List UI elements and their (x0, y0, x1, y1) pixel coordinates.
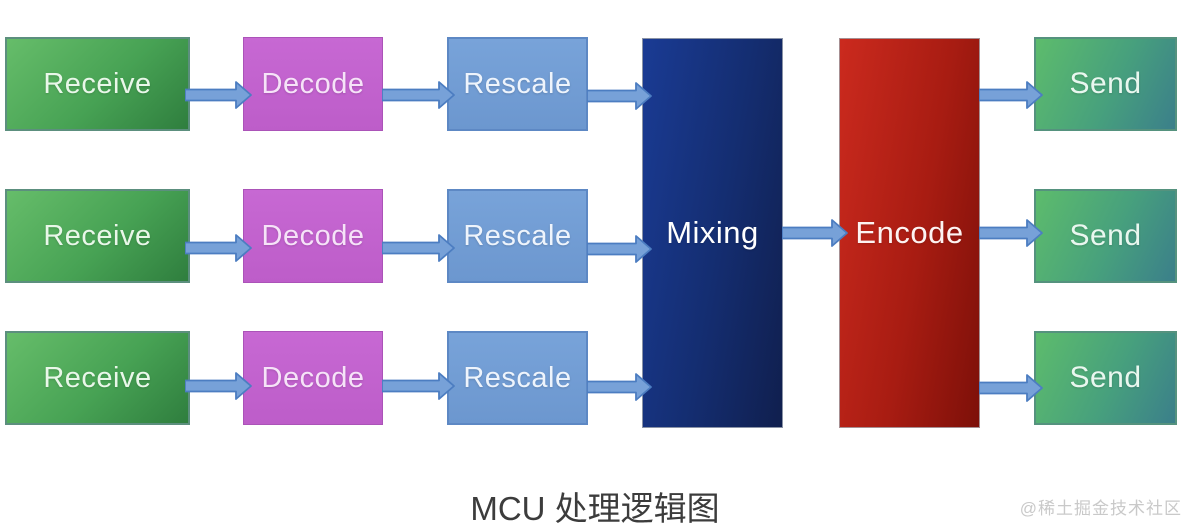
node-mixing: Mixing (642, 38, 783, 428)
arrow-decode-rescale-3 (382, 371, 455, 401)
node-label: Encode (855, 215, 964, 250)
arrow-decode-rescale-2 (382, 233, 455, 263)
node-label: Decode (261, 67, 365, 100)
arrow-encode-send-3 (979, 373, 1043, 403)
arrow-rescale-mixing-1 (587, 81, 652, 111)
node-send-1: Send (1034, 37, 1177, 131)
node-receive-1: Receive (5, 37, 190, 131)
node-label: Decode (261, 361, 365, 394)
arrow-mixing-encode (782, 218, 848, 248)
arrow-encode-send-1 (979, 80, 1043, 110)
node-label: Send (1069, 219, 1142, 252)
node-label: Rescale (463, 219, 572, 252)
arrow-encode-send-2 (979, 218, 1043, 248)
node-label: Mixing (666, 215, 759, 250)
node-label: Send (1069, 361, 1142, 394)
node-rescale-3: Rescale (447, 331, 588, 425)
node-label: Receive (43, 67, 152, 100)
node-label: Rescale (463, 67, 572, 100)
node-encode: Encode (839, 38, 980, 428)
node-decode-1: Decode (243, 37, 383, 131)
arrow-receive-decode-3 (185, 371, 252, 401)
watermark-text: @稀土掘金技术社区 (1019, 499, 1182, 518)
arrow-rescale-mixing-2 (587, 234, 652, 264)
arrow-rescale-mixing-3 (587, 372, 652, 402)
node-label: Decode (261, 219, 365, 252)
node-label: Rescale (463, 361, 572, 394)
node-decode-3: Decode (243, 331, 383, 425)
node-rescale-2: Rescale (447, 189, 588, 283)
node-receive-3: Receive (5, 331, 190, 425)
arrow-decode-rescale-1 (382, 80, 455, 110)
node-rescale-1: Rescale (447, 37, 588, 131)
node-label: Send (1069, 67, 1142, 100)
node-decode-2: Decode (243, 189, 383, 283)
node-send-2: Send (1034, 189, 1177, 283)
node-receive-2: Receive (5, 189, 190, 283)
arrow-receive-decode-2 (185, 233, 252, 263)
diagram-title: MCU 处理逻辑图 (470, 490, 720, 527)
node-label: Receive (43, 361, 152, 394)
node-send-3: Send (1034, 331, 1177, 425)
arrow-receive-decode-1 (185, 80, 252, 110)
node-label: Receive (43, 219, 152, 252)
